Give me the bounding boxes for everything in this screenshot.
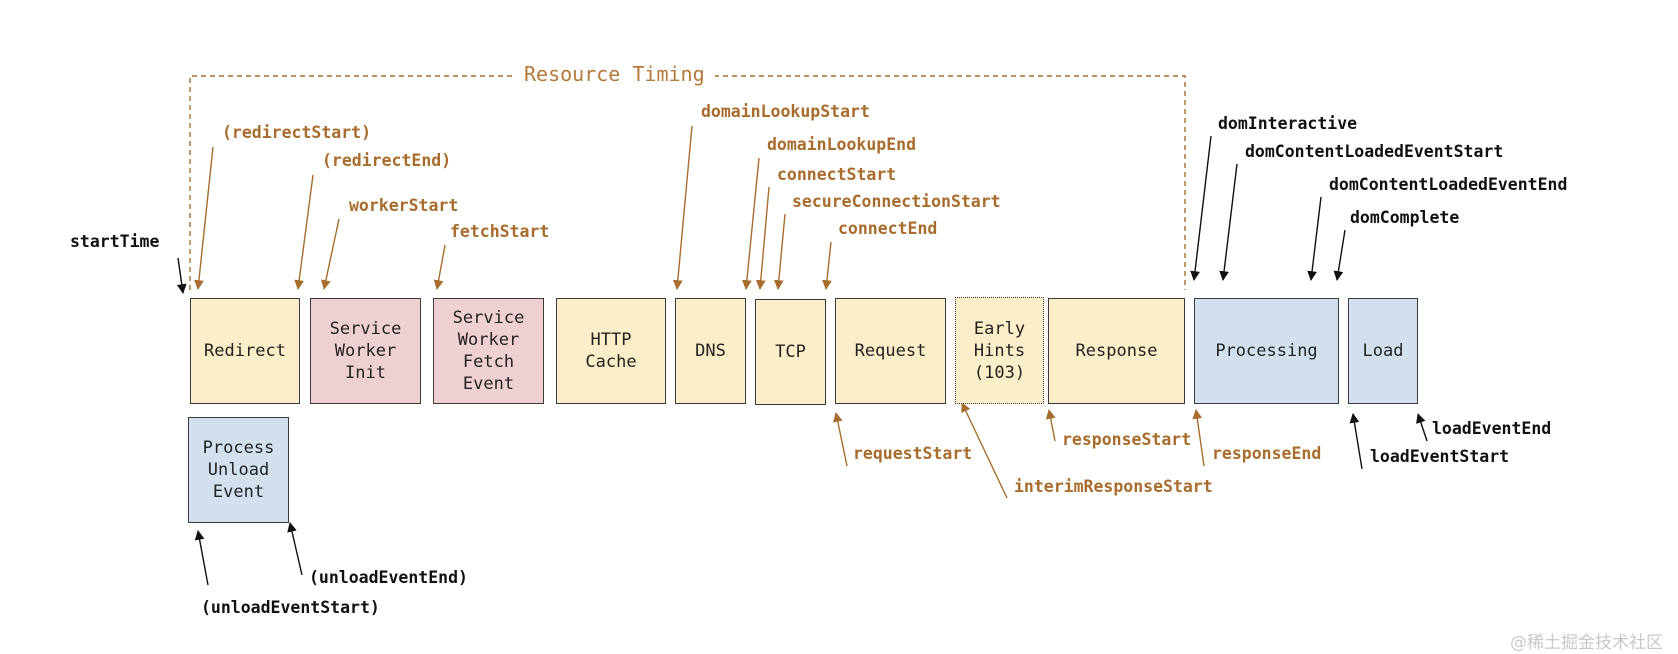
marker-label-unloadEventStart: (unloadEventStart) bbox=[201, 598, 380, 617]
phase-box-http-cache: HTTP Cache bbox=[556, 298, 666, 404]
phase-label-early-hints: Early Hints (103) bbox=[973, 318, 1026, 383]
phase-label-unload: Process Unload Event bbox=[202, 438, 275, 502]
marker-arrow-domComplete bbox=[1333, 229, 1346, 281]
marker-arrow-responseEnd bbox=[1192, 409, 1205, 467]
marker-label-redirectStart: (redirectStart) bbox=[222, 123, 372, 142]
phase-box-request: Request bbox=[835, 298, 946, 404]
resource-timing-bracket bbox=[189, 75, 1186, 290]
marker-arrow-loadEventStart bbox=[1349, 413, 1363, 470]
phase-box-processing: Processing bbox=[1194, 298, 1339, 404]
marker-arrow-startTime bbox=[176, 257, 187, 294]
phase-label-redirect: Redirect bbox=[204, 341, 286, 361]
marker-arrow-domainLookupEnd bbox=[741, 157, 760, 290]
marker-label-domContentLoadedEventEnd: domContentLoadedEventEnd bbox=[1329, 175, 1568, 194]
phase-label-http-cache: HTTP Cache bbox=[585, 330, 637, 372]
phase-label-tcp: TCP bbox=[775, 342, 806, 362]
marker-arrow-domInteractive bbox=[1190, 135, 1212, 281]
phase-label-request: Request bbox=[854, 341, 927, 361]
marker-label-redirectEnd: (redirectEnd) bbox=[322, 151, 452, 170]
marker-arrow-unloadEventStart bbox=[194, 530, 209, 586]
phase-box-sw-fetch: Service Worker Fetch Event bbox=[433, 298, 544, 404]
phase-label-dns: DNS bbox=[695, 341, 726, 361]
marker-arrow-requestStart bbox=[832, 412, 848, 467]
marker-label-domainLookupStart: domainLookupStart bbox=[701, 102, 870, 121]
marker-label-domainLookupEnd: domainLookupEnd bbox=[767, 135, 917, 154]
marker-arrow-domContentLoadedEventStart bbox=[1219, 163, 1238, 281]
marker-label-loadEventStart: loadEventStart bbox=[1370, 447, 1510, 466]
phase-box-sw-init: Service Worker Init bbox=[310, 298, 421, 404]
marker-label-domComplete: domComplete bbox=[1350, 208, 1460, 227]
resource-timing-title: Resource Timing bbox=[514, 62, 715, 86]
marker-label-responseStart: responseStart bbox=[1062, 430, 1192, 449]
marker-label-responseEnd: responseEnd bbox=[1212, 444, 1322, 463]
marker-arrow-workerStart bbox=[321, 218, 340, 290]
marker-arrow-interimResponseStart bbox=[961, 402, 1008, 499]
marker-label-workerStart: workerStart bbox=[349, 196, 459, 215]
marker-label-connectStart: connectStart bbox=[777, 165, 897, 184]
marker-arrow-domainLookupStart bbox=[672, 125, 693, 290]
phase-label-load: Load bbox=[1362, 341, 1404, 361]
marker-label-startTime: startTime bbox=[70, 232, 160, 251]
marker-label-unloadEventEnd: (unloadEventEnd) bbox=[309, 568, 468, 587]
marker-label-loadEventEnd: loadEventEnd bbox=[1432, 419, 1552, 438]
phase-label-response: Response bbox=[1075, 341, 1158, 361]
marker-label-secureConnectionStart: secureConnectionStart bbox=[792, 192, 1001, 211]
marker-arrow-unloadEventEnd bbox=[287, 522, 303, 576]
phase-box-load: Load bbox=[1348, 298, 1418, 404]
phase-box-early-hints: Early Hints (103) bbox=[955, 297, 1044, 404]
phase-box-dns: DNS bbox=[675, 298, 746, 404]
marker-label-domContentLoadedEventStart: domContentLoadedEventStart bbox=[1245, 142, 1504, 161]
marker-arrow-connectEnd bbox=[822, 241, 832, 290]
marker-arrow-redirectEnd bbox=[294, 174, 314, 290]
marker-arrow-fetchStart bbox=[433, 244, 446, 290]
marker-arrow-loadEventEnd bbox=[1416, 413, 1428, 442]
marker-label-requestStart: requestStart bbox=[853, 444, 973, 463]
marker-label-domInteractive: domInteractive bbox=[1218, 114, 1358, 133]
phase-label-sw-init: Service Worker Init bbox=[329, 319, 402, 383]
marker-label-fetchStart: fetchStart bbox=[450, 222, 550, 241]
marker-arrow-redirectStart bbox=[194, 146, 214, 290]
phase-box-unload: Process Unload Event bbox=[188, 417, 289, 523]
marker-arrow-domContentLoadedEventEnd bbox=[1307, 196, 1322, 281]
phase-box-redirect: Redirect bbox=[190, 298, 300, 404]
marker-label-interimResponseStart: interimResponseStart bbox=[1014, 477, 1213, 496]
watermark: @稀土掘金技术社区 bbox=[1510, 633, 1663, 653]
marker-arrow-secureConnectionStart bbox=[773, 213, 786, 290]
marker-label-connectEnd: connectEnd bbox=[838, 219, 938, 238]
phase-label-processing: Processing bbox=[1215, 341, 1318, 361]
phase-box-tcp: TCP bbox=[755, 299, 826, 405]
phase-box-response: Response bbox=[1048, 298, 1185, 404]
marker-arrow-connectStart bbox=[755, 186, 770, 290]
marker-arrow-responseStart bbox=[1045, 409, 1056, 442]
phase-label-sw-fetch: Service Worker Fetch Event bbox=[452, 308, 525, 394]
